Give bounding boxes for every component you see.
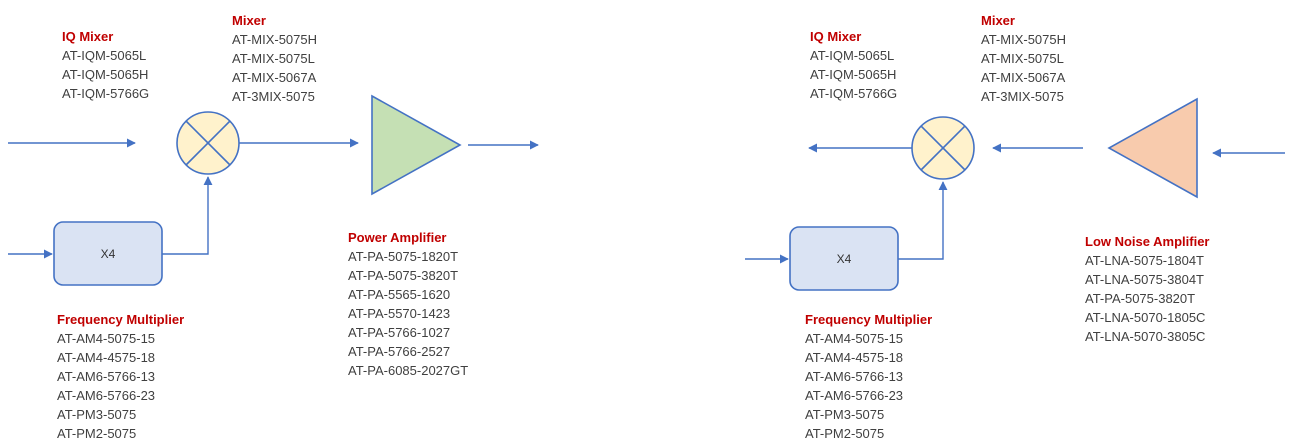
part-number: AT-PA-6085-2027GT	[348, 363, 469, 378]
part-number: AT-MIX-5075H	[232, 32, 318, 47]
part-number: AT-IQM-5065H	[810, 67, 897, 82]
part-number: AT-AM6-5766-23	[805, 388, 904, 403]
tx-iq-mixer-part-list: AT-IQM-5065L AT-IQM-5065H AT-IQM-5766G	[62, 46, 149, 103]
tx-chain: X4	[8, 94, 539, 286]
tx-lo-to-mixer-arrow	[162, 176, 213, 255]
part-number: AT-PA-5075-3820T	[1085, 291, 1196, 306]
part-number: AT-PA-5565-1620	[348, 287, 451, 302]
block-diagram: X4 X4	[8, 94, 1285, 291]
part-number: AT-LNA-5070-3805C	[1085, 329, 1206, 344]
part-number: AT-IQM-5065L	[810, 48, 895, 63]
part-number: AT-MIX-5075L	[981, 51, 1064, 66]
part-number: AT-AM4-4575-18	[805, 350, 904, 365]
rx-lo-to-mixer-arrow	[898, 181, 948, 260]
part-number: AT-LNA-5070-1805C	[1085, 310, 1206, 325]
tx-power-amplifier-part-list: AT-PA-5075-1820T AT-PA-5075-3820T AT-PA-55…	[348, 247, 468, 380]
rx-mixer-title: Mixer	[981, 13, 1015, 28]
tx-mixer-symbol	[176, 111, 240, 175]
tx-mixer-part-list: AT-MIX-5075H AT-MIX-5075L AT-MIX-5067A AT-3…	[232, 30, 317, 106]
part-number: AT-AM6-5766-13	[805, 369, 904, 384]
rx-multiplier-block-label: X4	[837, 252, 852, 266]
tx-power-amplifier-title: Power Amplifier	[348, 230, 447, 245]
rx-low-noise-amplifier-title: Low Noise Amplifier	[1085, 234, 1210, 249]
rx-iq-mixer-title: IQ Mixer	[810, 29, 862, 44]
rx-low-noise-amplifier-symbol	[1107, 97, 1198, 199]
part-number: AT-PM3-5075	[57, 407, 137, 422]
part-number: AT-LNA-5075-3804T	[1085, 272, 1204, 287]
tx-power-amplifier-symbol	[371, 94, 462, 196]
part-number: AT-PA-5570-1423	[348, 306, 451, 321]
tx-mixer-label-group: Mixer AT-MIX-5075H AT-MIX-5075L AT-MIX-506…	[232, 11, 317, 106]
rx-mixer-symbol	[911, 116, 975, 180]
part-number: AT-IQM-5065H	[62, 67, 149, 82]
part-number: AT-3MIX-5075	[232, 89, 315, 104]
part-number: AT-PA-5766-2527	[348, 344, 451, 359]
part-number: AT-AM4-5075-15	[805, 331, 904, 346]
part-number: AT-PA-5075-3820T	[348, 268, 459, 283]
part-number: AT-AM4-5075-15	[57, 331, 156, 346]
part-number: AT-3MIX-5075	[981, 89, 1064, 104]
rx-low-noise-amplifier-part-list: AT-LNA-5075-1804T AT-LNA-5075-3804T AT-PA-…	[1085, 251, 1209, 346]
tx-multiplier-block-label: X4	[101, 247, 116, 261]
part-number: AT-AM6-5766-23	[57, 388, 156, 403]
part-number: AT-PM3-5075	[805, 407, 885, 422]
rx-mixer-part-list: AT-MIX-5075H AT-MIX-5075L AT-MIX-5067A AT-3…	[981, 30, 1066, 106]
part-number: AT-LNA-5075-1804T	[1085, 253, 1204, 268]
part-number: AT-PA-5075-1820T	[348, 249, 459, 264]
rx-mixer-label-group: Mixer AT-MIX-5075H AT-MIX-5075L AT-MIX-506…	[981, 11, 1066, 106]
tx-mixer-title: Mixer	[232, 13, 266, 28]
part-number: AT-MIX-5067A	[981, 70, 1066, 85]
part-number: AT-IQM-5065L	[62, 48, 147, 63]
part-number: AT-AM6-5766-13	[57, 369, 156, 384]
part-number: AT-AM4-4575-18	[57, 350, 156, 365]
part-number: AT-PA-5766-1027	[348, 325, 451, 340]
rx-iq-mixer-part-list: AT-IQM-5065L AT-IQM-5065H AT-IQM-5766G	[810, 46, 897, 103]
tx-iq-mixer-title: IQ Mixer	[62, 29, 114, 44]
part-number: AT-IQM-5766G	[62, 86, 150, 101]
part-number: AT-MIX-5075L	[232, 51, 315, 66]
rx-chain: X4	[745, 97, 1285, 291]
part-number: AT-IQM-5766G	[810, 86, 898, 101]
part-number: AT-MIX-5067A	[232, 70, 317, 85]
part-number: AT-MIX-5075H	[981, 32, 1067, 47]
tx-frequency-multiplier-title: Frequency Multiplier	[57, 312, 185, 327]
rx-frequency-multiplier-title: Frequency Multiplier	[805, 312, 933, 327]
